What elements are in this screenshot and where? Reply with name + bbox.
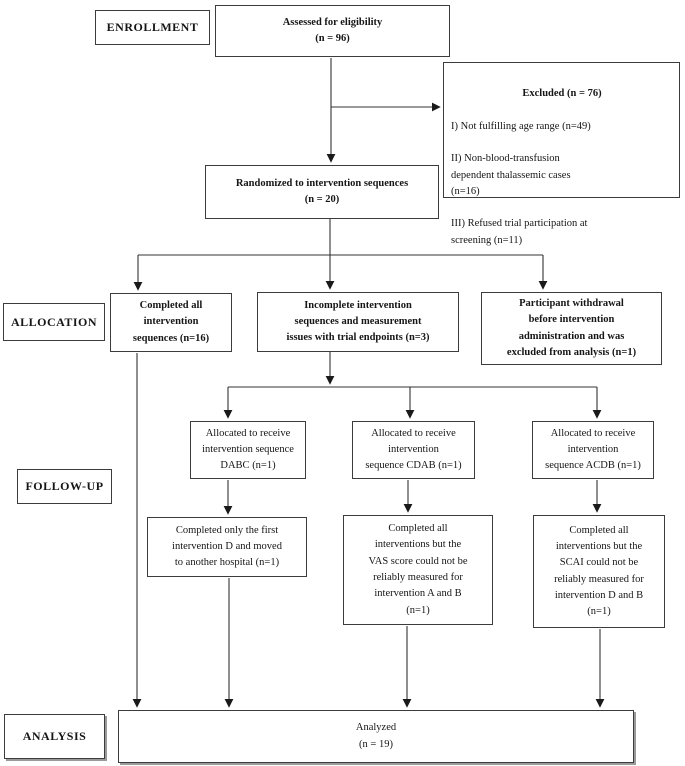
excluded-item-non-transfusion: II) Non-blood-transfusion dependent thal… — [451, 153, 571, 197]
assessed-for-eligibility-box: Assessed for eligibility (n = 96) — [215, 5, 450, 57]
participant-withdrawal-box: Participant withdrawal before interventi… — [481, 292, 662, 365]
allocated-dabc-box: Allocated to receive intervention sequen… — [190, 421, 306, 479]
incomplete-sequences-box: Incomplete intervention sequences and me… — [257, 292, 459, 352]
excluded-item-refused: III) Refused trial participation at scre… — [451, 218, 588, 246]
allocated-acdb-box: Allocated to receive intervention sequen… — [532, 421, 654, 479]
followup-moved-hospital-box: Completed only the first intervention D … — [147, 517, 307, 577]
excluded-title: Excluded (n = 76) — [522, 88, 602, 100]
stage-label-analysis: ANALYSIS — [4, 714, 105, 759]
analyzed-box: Analyzed (n = 19) — [118, 710, 634, 763]
stage-label-allocation: ALLOCATION — [3, 303, 105, 341]
randomized-box: Randomized to intervention sequences (n … — [205, 165, 439, 219]
allocated-cdab-box: Allocated to receive intervention sequen… — [352, 421, 475, 479]
stage-label-enrollment: ENROLLMENT — [95, 10, 210, 45]
excluded-box: Excluded (n = 76) I) Not fulfilling age … — [443, 62, 680, 246]
stage-label-followup: FOLLOW-UP — [17, 469, 112, 504]
completed-all-sequences-box: Completed all intervention sequences (n=… — [110, 293, 232, 352]
followup-scai-not-measured-box: Completed all interventions but the SCAI… — [533, 515, 665, 628]
excluded-item-age-range: I) Not fulfilling age range (n=49) — [451, 120, 591, 132]
followup-vas-not-measured-box: Completed all interventions but the VAS … — [343, 515, 493, 625]
